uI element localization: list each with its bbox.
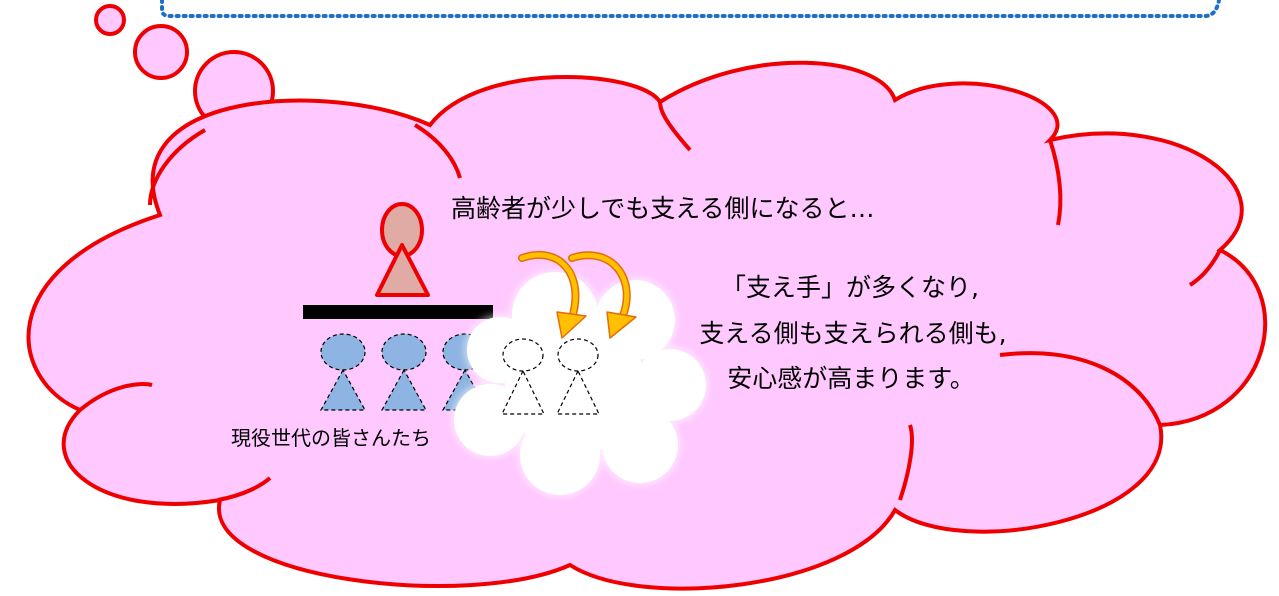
thought-bubble-medium — [133, 24, 189, 80]
worker-figure — [380, 333, 428, 411]
message-line: 支える側も支えられる側も, — [699, 319, 1006, 348]
new-supporter-figure — [501, 338, 545, 415]
cloud-inner-stroke — [999, 351, 1162, 426]
group-label: 現役世代の皆さんたち — [231, 426, 431, 450]
message-line: 安心感が高まります。 — [727, 364, 975, 393]
cloud-inner-stroke — [1188, 249, 1222, 287]
thought-bubble-small — [94, 4, 126, 36]
curved-arrow — [518, 250, 587, 339]
support-bar — [303, 305, 493, 319]
cloud-inner-stroke — [217, 476, 272, 502]
new-supporter-figure — [556, 338, 600, 415]
dotted-callout-frame — [160, 0, 1221, 18]
message-line: 「支え手」が多くなり, — [721, 273, 979, 302]
cloud-inner-stroke — [78, 382, 153, 412]
worker-figure — [319, 333, 367, 411]
cloud-inner-stroke — [413, 123, 462, 179]
cloud-inner-stroke — [1048, 139, 1063, 226]
elder-body — [375, 243, 430, 297]
cloud-inner-stroke — [148, 128, 206, 206]
cloud-inner-stroke — [658, 101, 692, 152]
curved-arrow — [568, 251, 637, 339]
cloud-inner-stroke — [898, 424, 914, 501]
headline-text: 高齢者が少しでも支える側になると… — [451, 194, 875, 223]
